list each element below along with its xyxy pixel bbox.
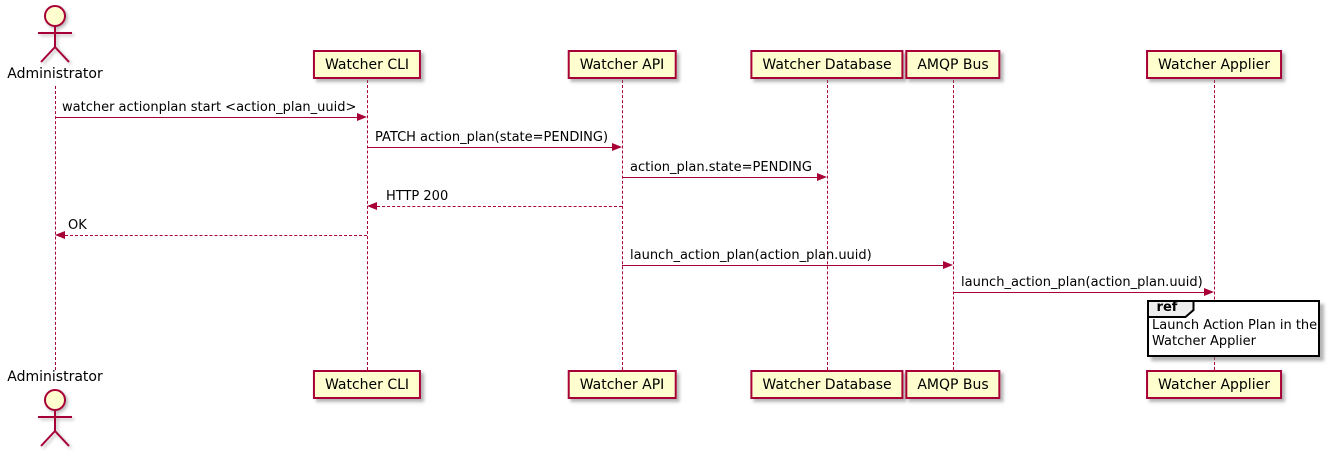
message-label: PATCH action_plan(state=PENDING) bbox=[375, 130, 609, 145]
arrowhead-right-icon bbox=[612, 143, 622, 151]
lifeline-administrator bbox=[55, 86, 56, 370]
ref-tab-shape-icon bbox=[1147, 300, 1195, 318]
participant-amqp-bus-top: AMQP Bus bbox=[905, 50, 1001, 79]
message-label: launch_action_plan(action_plan.uuid) bbox=[961, 275, 1203, 290]
participant-watcher-api-top: Watcher API bbox=[567, 50, 677, 79]
message-label: OK bbox=[68, 218, 87, 233]
ref-fragment: ref Launch Action Plan in the Watcher Ap… bbox=[1147, 300, 1320, 357]
participant-watcher-applier-top: Watcher Applier bbox=[1146, 50, 1282, 79]
arrowhead-right-icon bbox=[817, 173, 827, 181]
participant-amqp-bus-bottom: AMQP Bus bbox=[905, 370, 1001, 399]
message-line bbox=[367, 147, 612, 148]
ref-body: Launch Action Plan in the Watcher Applie… bbox=[1149, 318, 1318, 350]
message-line bbox=[622, 177, 817, 178]
message-label: action_plan.state=PENDING bbox=[630, 160, 812, 175]
participant-watcher-api-bottom: Watcher API bbox=[567, 370, 677, 399]
message-line bbox=[55, 117, 357, 118]
arrowhead-right-icon bbox=[357, 113, 367, 121]
participant-watcher-applier-bottom: Watcher Applier bbox=[1146, 370, 1282, 399]
message-label: HTTP 200 bbox=[386, 189, 449, 204]
message-line-dashed bbox=[65, 235, 367, 236]
ref-text-line: Launch Action Plan in the bbox=[1152, 318, 1318, 333]
lifeline-watcher-applier bbox=[1214, 80, 1215, 370]
participant-watcher-database-top: Watcher Database bbox=[750, 50, 904, 79]
actor-label-top: Administrator bbox=[7, 66, 103, 82]
ref-tab: ref bbox=[1147, 300, 1195, 318]
message-line bbox=[953, 292, 1204, 293]
arrowhead-left-icon bbox=[55, 231, 65, 239]
message-label: launch_action_plan(action_plan.uuid) bbox=[630, 248, 872, 263]
actor-label-bottom: Administrator bbox=[7, 369, 103, 385]
message-line-dashed bbox=[377, 206, 622, 207]
message-line bbox=[622, 265, 943, 266]
participant-watcher-cli-top: Watcher CLI bbox=[312, 50, 422, 79]
lifeline-watcher-cli bbox=[367, 80, 368, 370]
lifeline-watcher-api bbox=[622, 80, 623, 370]
lifeline-amqp-bus bbox=[953, 80, 954, 370]
actor-icon bbox=[38, 5, 72, 63]
arrowhead-left-icon bbox=[367, 202, 377, 210]
participant-watcher-database-bottom: Watcher Database bbox=[750, 370, 904, 399]
ref-text-line: Watcher Applier bbox=[1152, 334, 1256, 349]
participant-watcher-cli-bottom: Watcher CLI bbox=[312, 370, 422, 399]
arrowhead-right-icon bbox=[1204, 288, 1214, 296]
arrowhead-right-icon bbox=[943, 261, 953, 269]
lifeline-watcher-database bbox=[827, 80, 828, 370]
actor-icon bbox=[38, 389, 72, 447]
message-label: watcher actionplan start <action_plan_uu… bbox=[62, 100, 357, 115]
ref-keyword: ref bbox=[1156, 300, 1178, 315]
